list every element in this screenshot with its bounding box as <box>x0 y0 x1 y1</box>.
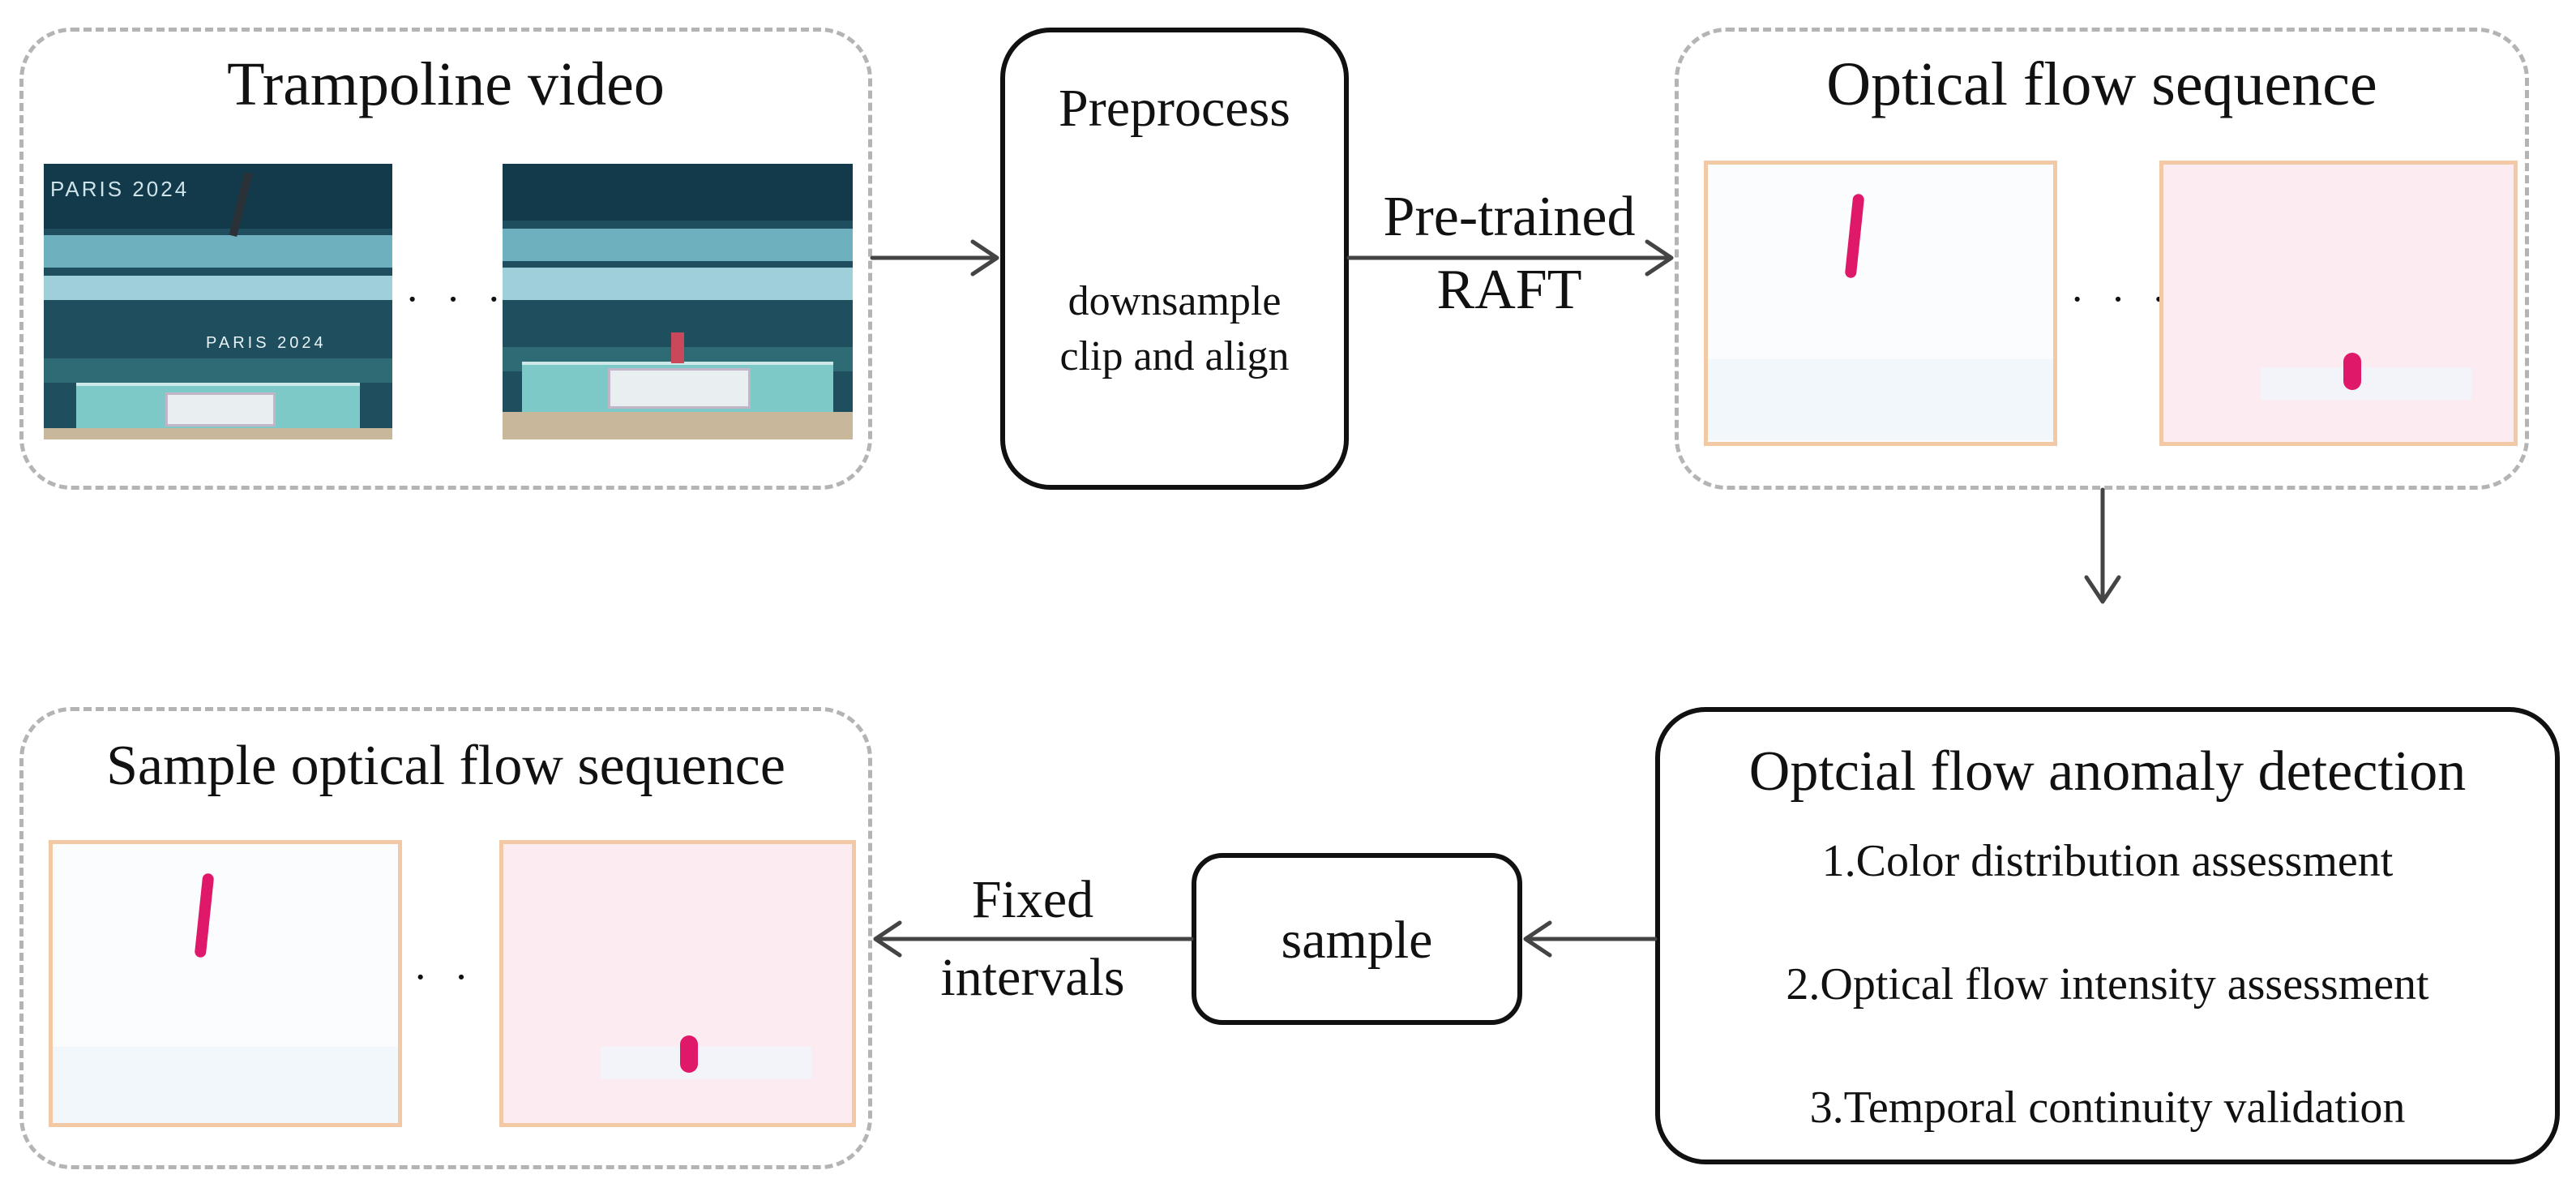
preprocess-title: Preprocess <box>1059 79 1290 138</box>
sample-label: sample <box>1281 911 1433 970</box>
flow-frame-first <box>1704 161 2057 446</box>
anomaly-check-temporal-continuity: 3.Temporal continuity validation <box>1809 1082 2406 1133</box>
video-ellipsis: · · · <box>405 276 509 323</box>
athlete-flow-blob <box>2343 353 2361 390</box>
sampled-flow-frame-first <box>49 840 402 1127</box>
athlete-flow-blob <box>680 1035 698 1073</box>
trampoline-video-group: Trampoline video <box>19 28 872 490</box>
anomaly-check-color-distribution: 1.Color distribution assessment <box>1821 836 2394 886</box>
preprocess-step-downsample: downsample <box>1068 278 1282 324</box>
video-frame-last <box>503 164 853 439</box>
paris-2024-logo: PARIS 2024 <box>50 177 190 201</box>
sampled-flow-frame-last <box>499 840 856 1127</box>
video-frame-first: PARIS 2024 PARIS 2024 <box>44 164 392 439</box>
sampled-flow-ellipsis: · · · <box>413 954 517 1001</box>
trampoline-video-title: Trampoline video <box>227 50 665 118</box>
preprocess-step-clip-align: clip and align <box>1059 333 1290 379</box>
flow-frame-last <box>2159 161 2518 446</box>
optical-flow-sequence-group: Optical flow sequence <box>1675 28 2529 490</box>
preprocess-box: Preprocess downsample clip and align <box>1000 28 1349 490</box>
anomaly-check-flow-intensity: 2.Optical flow intensity assessment <box>1786 959 2429 1010</box>
raft-label-line2: RAFT <box>1436 259 1582 321</box>
sampled-flow-sequence-group: Sample optical flow sequence <box>19 707 872 1169</box>
flow-ellipsis: · · · <box>2070 276 2174 323</box>
fixed-intervals-line2: intervals <box>940 948 1125 1007</box>
sampled-flow-sequence-title: Sample optical flow sequence <box>106 735 785 797</box>
paris-banner-text: PARIS 2024 <box>206 334 327 352</box>
athlete-figure <box>671 332 684 363</box>
optical-flow-sequence-title: Optical flow sequence <box>1826 50 2377 118</box>
anomaly-detection-title: Optcial flow anomaly detection <box>1748 740 2467 803</box>
fixed-intervals-line1: Fixed <box>971 870 1094 929</box>
anomaly-detection-box: Optcial flow anomaly detection 1.Color d… <box>1655 707 2560 1164</box>
sample-box: sample <box>1192 853 1522 1025</box>
raft-label-line1: Pre-trained <box>1383 186 1636 248</box>
